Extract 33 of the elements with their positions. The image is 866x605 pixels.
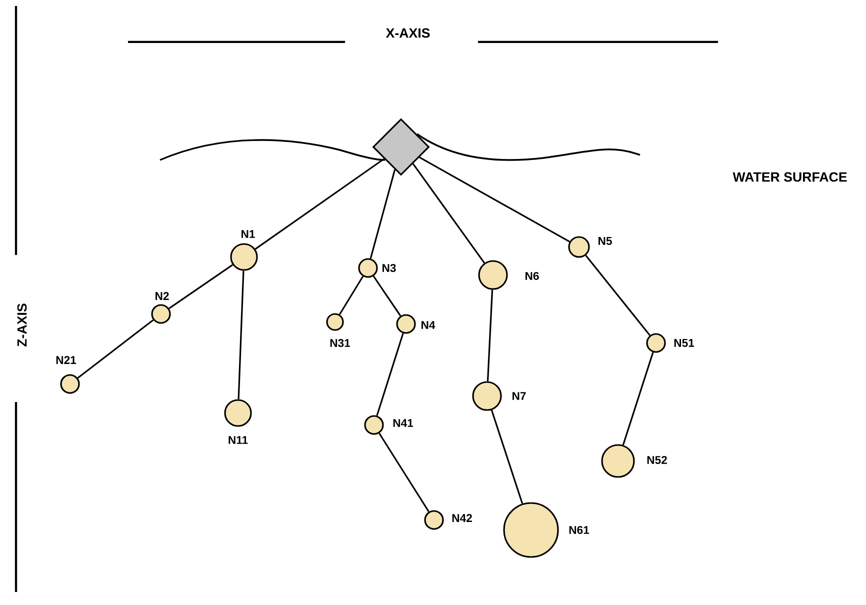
axis-label: X-AXIS	[386, 28, 430, 38]
connector-line	[412, 163, 486, 264]
axis-label: WATER SURFACE	[732, 172, 847, 182]
connector-line	[585, 254, 650, 336]
node-label: N42	[452, 514, 472, 522]
connector-line	[338, 276, 364, 315]
node-label: N6	[526, 272, 539, 280]
connector-line	[254, 158, 385, 250]
node-label: N3	[382, 264, 396, 272]
node-label: N31	[330, 338, 350, 347]
connector-line	[486, 290, 494, 382]
connector-line	[419, 156, 570, 242]
connector-line	[622, 352, 654, 446]
connector-line	[376, 333, 404, 416]
connector-line	[378, 432, 430, 512]
node-label: N4	[422, 321, 436, 329]
node-label: N52	[647, 456, 667, 464]
connector-line	[77, 319, 154, 379]
node-label: N21	[56, 356, 76, 364]
node-label: N61	[569, 526, 590, 534]
connector-line	[238, 270, 244, 400]
node-label: N5	[598, 237, 612, 245]
axis-label: Z-AXIS	[17, 304, 27, 346]
connector-line	[490, 410, 524, 504]
node-label: N11	[228, 436, 248, 444]
connector-line	[370, 169, 396, 259]
node-label: N1	[242, 230, 255, 238]
node-label: N7	[512, 392, 526, 400]
node-label: N41	[393, 419, 414, 427]
node-label: N2	[156, 292, 169, 300]
connector-line	[372, 276, 402, 316]
node-label: N51	[674, 339, 694, 347]
connector-line	[168, 264, 234, 310]
